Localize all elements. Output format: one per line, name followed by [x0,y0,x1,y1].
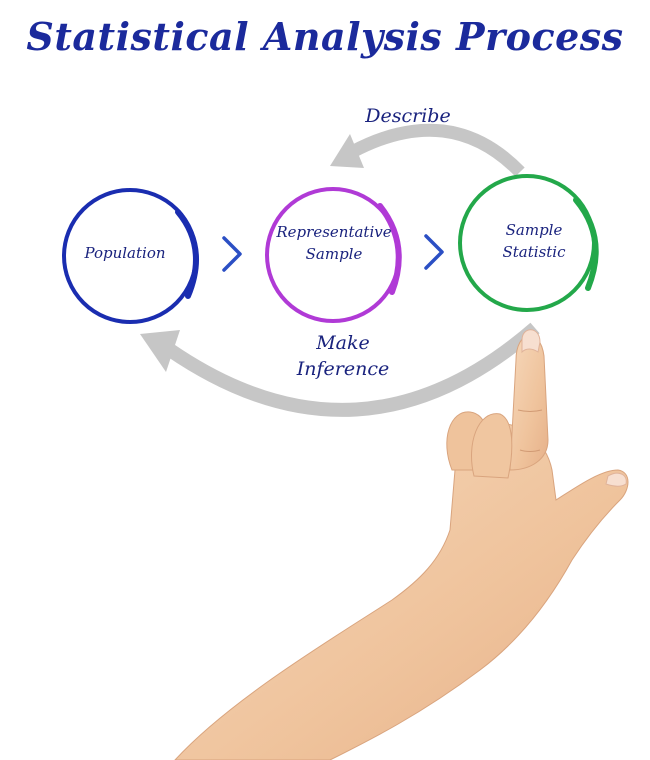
node-population: Population [62,188,199,324]
describe-label: Describe [364,105,450,127]
label-line: Statistic [503,243,567,261]
label-line: Describe [364,105,450,127]
label-line: Inference [296,358,389,380]
node-label-population: Population [83,244,165,262]
page-title: Statistical Analysis Process [26,14,624,59]
inference-arrow [140,322,540,417]
describe-arrow [330,123,525,177]
node-circle-stroke [175,209,199,299]
chevron-right-icon [424,234,444,270]
node-circle-stroke [377,203,402,295]
label-line: Sample [306,245,363,263]
node-circle-stroke [573,197,599,291]
label-line: Representative [275,223,391,241]
chevron-right-icon [222,236,242,272]
label-line: Sample [506,221,563,239]
label-line: Population [83,244,165,262]
pointing-hand-image [174,329,629,760]
label-line: Make [315,332,370,354]
